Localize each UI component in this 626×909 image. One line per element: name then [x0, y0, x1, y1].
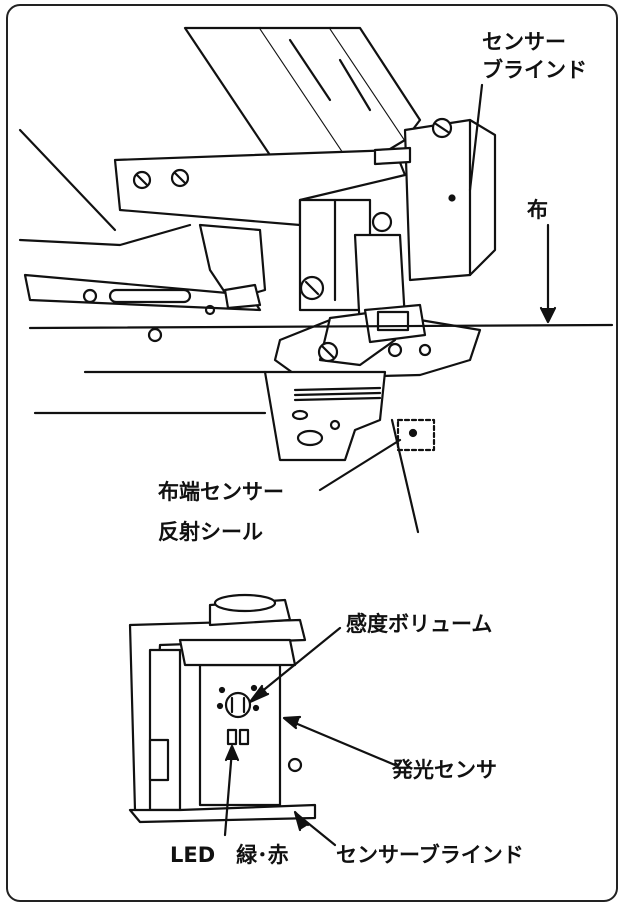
label-sensor-blind-top-line1: センサー: [482, 30, 566, 54]
label-edge-sensor-line1: 布端センサー: [158, 480, 284, 504]
led-icon: [238, 728, 250, 746]
feed-arm-left: [23, 223, 267, 343]
label-sensor-blind-top-line2: ブラインド: [482, 58, 587, 82]
screw-icon: [371, 211, 393, 233]
presser-foot: [273, 303, 482, 380]
screw-icon: [132, 170, 152, 190]
label-cloth: 布: [527, 198, 548, 222]
figure-frame: [6, 4, 618, 902]
label-sensor-blind-bottom: センサーブラインド: [336, 843, 524, 867]
led-icon: [226, 728, 238, 746]
screw-icon: [170, 168, 190, 188]
cloth-lines: [28, 323, 614, 534]
label-led-colors: LED 緑･赤: [170, 843, 289, 867]
label-sensitivity-volume: 感度ボリューム: [346, 612, 493, 636]
label-light-emitting-sensor: 発光センサ: [392, 758, 497, 782]
needle-bar-assembly: [298, 198, 407, 332]
leader-lines-top: [318, 83, 557, 492]
label-edge-sensor-line2: 反射シール: [158, 520, 263, 544]
sensor-unit: [128, 593, 317, 824]
sensitivity-volume-dial: [224, 691, 252, 719]
edge-sensor-reflective-seal: [396, 418, 436, 452]
throat-plate: [263, 370, 387, 462]
leader-lines-bottom: [223, 626, 397, 847]
